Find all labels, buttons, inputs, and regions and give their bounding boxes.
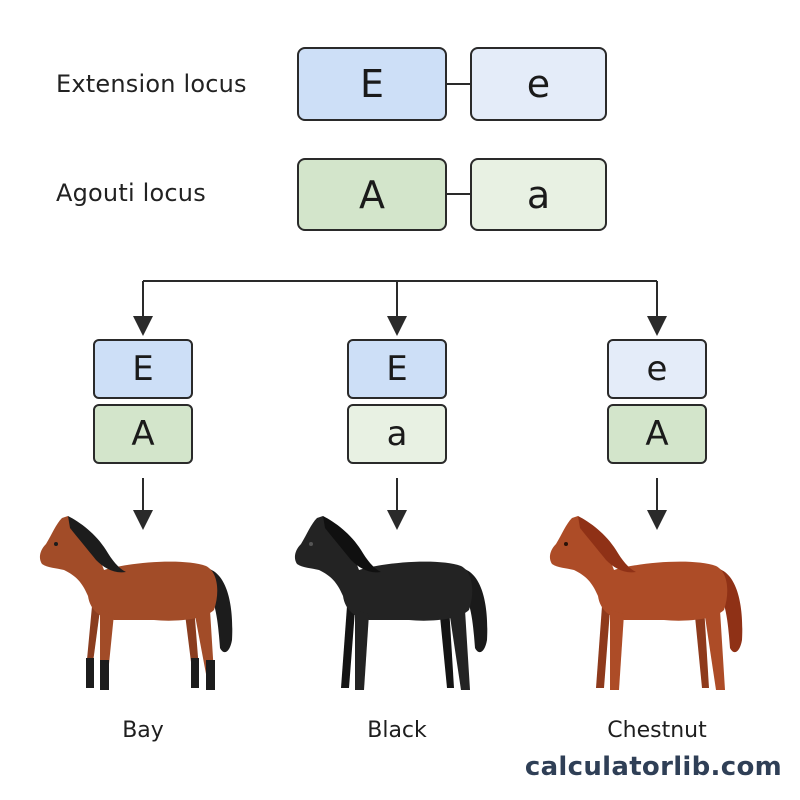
chestnut-horse-image: [549, 516, 743, 690]
bay-horse-image: [39, 516, 233, 690]
extension-recessive-allele: e: [470, 47, 607, 121]
bay-agouti-allele: A: [93, 404, 193, 464]
chestnut-agouti-allele: A: [607, 404, 707, 464]
bay-extension-allele: E: [93, 339, 193, 399]
black-label: Black: [367, 718, 427, 743]
black-agouti-allele: a: [347, 404, 447, 464]
agouti-dominant-allele: A: [297, 158, 447, 231]
bay-label: Bay: [122, 718, 164, 743]
chestnut-extension-allele: e: [607, 339, 707, 399]
extension-dominant-allele: E: [297, 47, 447, 121]
agouti-recessive-allele: a: [470, 158, 607, 231]
black-extension-allele: E: [347, 339, 447, 399]
agouti-locus-label: Agouti locus: [56, 179, 206, 207]
brand-watermark: calculatorlib.com: [524, 752, 782, 782]
extension-locus-label: Extension locus: [56, 70, 247, 98]
black-horse-image: [294, 516, 488, 690]
chestnut-label: Chestnut: [607, 718, 707, 743]
